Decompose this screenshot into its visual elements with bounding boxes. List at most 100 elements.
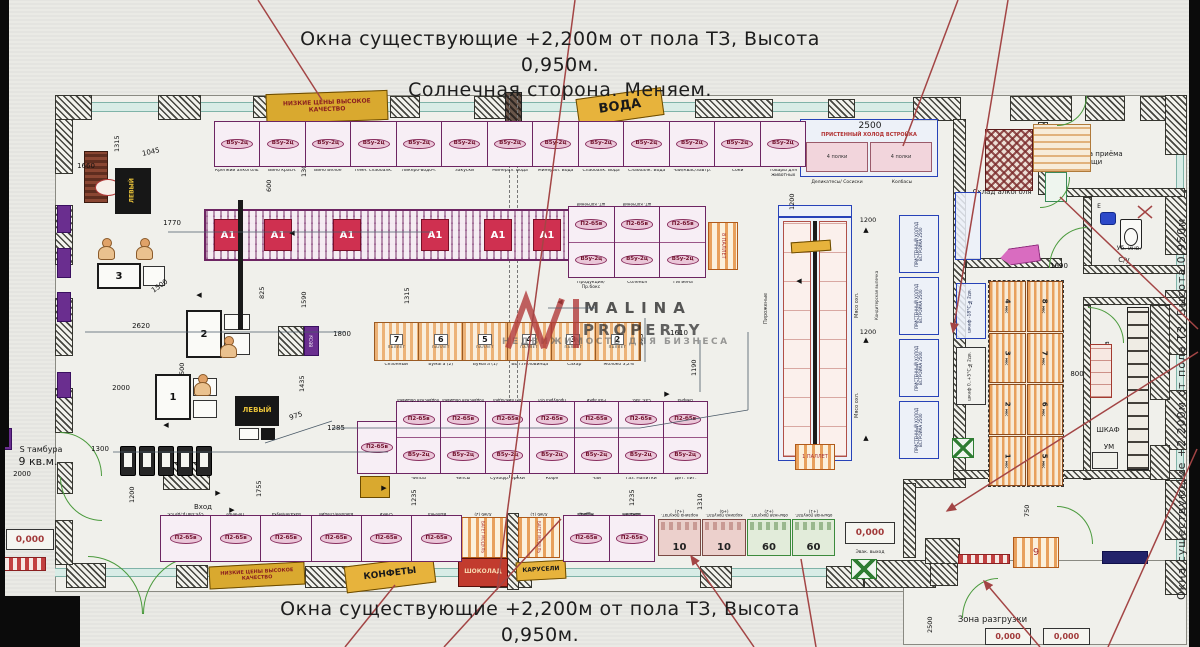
wall-seg xyxy=(278,326,304,356)
display-run-col-left xyxy=(783,221,811,457)
dim-label: 1610 xyxy=(670,329,688,337)
shelf-row-mid-label: Дет. пит. xyxy=(674,477,697,481)
shelf-tag: В5у-2ц xyxy=(266,138,299,150)
shelf-row-mid-label: смирна xyxy=(678,398,694,402)
flow-arrow: ▶ xyxy=(664,390,670,398)
checkout-1-scale xyxy=(193,400,217,418)
flow-arrow: ◀ xyxy=(196,291,202,299)
shelf-row-mid-label: Сухофр. орехи xyxy=(490,477,525,481)
dim-label: 2000 xyxy=(112,384,130,392)
note-top: Окна существующие +2,200м от пола ТЗ, Вы… xyxy=(260,27,860,104)
shelf-row-bottom2-cell: П2-б5в xyxy=(564,516,610,561)
dim-label: 2500 xyxy=(926,616,934,634)
wc-label: С/у xyxy=(1118,256,1130,264)
kitchen-unit xyxy=(1033,124,1091,172)
wall-seg xyxy=(930,562,958,586)
dim-label: 825 xyxy=(258,286,266,300)
wall-seg xyxy=(1083,297,1185,305)
shelf-tag: П2-б5в xyxy=(420,533,453,544)
flow-arrow: ◀ xyxy=(163,421,169,429)
label-basket-2: корзина покупат. (+б) xyxy=(705,508,743,517)
flow-arrow: ◀ xyxy=(289,229,295,237)
left-red-label xyxy=(0,557,46,571)
shelf-tag: П2-б5в xyxy=(320,533,353,544)
dim-label: 1590 xyxy=(300,291,308,309)
shelf-block-center-label: шт. копчения xyxy=(622,202,652,206)
label-bread-2: Хлеб (1) xyxy=(530,512,548,516)
shelf-row-mid-label: подвесная обшивка xyxy=(397,398,440,402)
note-top-line1: Окна существующие +2,200м от пола ТЗ, Вы… xyxy=(300,28,820,76)
shelf-row-mid-label: Чипсы xyxy=(455,477,471,481)
carousel-sign: КАРУСЕЛИ xyxy=(515,559,567,582)
wall-cold-shelf-left: 4 полки xyxy=(806,142,868,172)
shelf-tag: П2-б5в xyxy=(570,533,603,544)
wall-seg xyxy=(700,566,732,588)
wall-seg xyxy=(55,95,92,120)
wall-unit xyxy=(57,205,71,233)
shelf-row-mid-label: Кофе xyxy=(545,477,559,481)
shelf-row-top-cell: В5у-2ц xyxy=(306,122,352,166)
shelf-tag: В5у-2ц xyxy=(448,138,481,150)
wall-seg xyxy=(1150,445,1170,480)
shelf-row-top-cell: В5у-2ц xyxy=(488,122,534,166)
storage-shelf xyxy=(955,192,981,260)
pallet-grid-right-cell: 3 мес xyxy=(989,332,1026,383)
person-icon xyxy=(98,238,115,260)
pallet-grid-right-cell: 2 мес xyxy=(989,384,1026,435)
note-bottom: Окна существующие +2,200м от пола ТЗ, Вы… xyxy=(240,597,840,647)
shelf-row-top-label: Ликеро-водоч. xyxy=(401,169,437,173)
display-run-divider xyxy=(813,221,817,457)
shelf-row-bottom-cell: П2-б5в xyxy=(362,516,412,561)
fridge-cabinet: шкаф 0..+5°С №2дв. xyxy=(956,347,986,405)
cart-stack-60a: 60 xyxy=(747,519,791,556)
shelf-row-top-label: Минерал. Вода xyxy=(492,169,528,173)
pallet-9: 9 xyxy=(1013,537,1059,568)
pallet-grid-right-cell: 1 мес xyxy=(989,435,1026,486)
shelf-tag: В5у-2ц xyxy=(221,138,254,150)
shelf-row-top-cell: В5у-2ц xyxy=(624,122,670,166)
shelf-row-mid-label: Пробурка б/л xyxy=(538,398,566,402)
till-module xyxy=(120,446,136,476)
shelf-row-mid-label: б/п выкладка xyxy=(493,398,522,402)
edge-left-bottom xyxy=(0,447,5,597)
gum-box xyxy=(360,476,390,498)
shelf-row-bottom-cell: П2-б5в xyxy=(261,516,312,561)
flow-arrow: ▲ xyxy=(863,226,869,234)
shelf-row-top-cell: В5у-2ц xyxy=(715,122,761,166)
e-label: Е xyxy=(1097,203,1101,210)
edge-left-top xyxy=(0,0,9,447)
display-run-col-right xyxy=(819,221,847,457)
wall-seg xyxy=(913,97,961,121)
shelf-tag: В5у-2ц xyxy=(447,450,480,461)
wall-cold-top-title: ПРИСТЕННЫЙ ХОЛОД ВСТРОЙКА xyxy=(821,132,917,138)
basket-stack-10b: 10 xyxy=(702,519,746,556)
till-module xyxy=(139,446,155,476)
pallet-row-center-label: Сезонный xyxy=(384,363,408,367)
dim-label: 1800 xyxy=(333,330,351,338)
shelf-tag: П2-б5в xyxy=(580,414,613,425)
elevation-mark: 0,000 xyxy=(985,628,1031,645)
pallet-row-center-label: Сахар xyxy=(567,363,582,367)
shelf-row-bottom2-label: Курица xyxy=(578,512,594,516)
wall-cold-unit-1: ПРИСТЕННЫЙ ХОЛОД ВСТРОЙКА 2500 xyxy=(899,215,939,273)
shelf-row-top-label: Вино красн. xyxy=(268,169,297,173)
wall-seg xyxy=(55,520,73,565)
dim-label: 1200 xyxy=(859,328,877,336)
sign-under-1 xyxy=(239,428,259,440)
pallet-row-center-label: Молоко 3,2% xyxy=(603,363,635,367)
till-module xyxy=(177,446,193,476)
shelf-row-top-cell: В5у-2ц xyxy=(351,122,397,166)
shelf-row-top-cell: В5у-2ц xyxy=(442,122,488,166)
label-meat-1: Мясо охл. xyxy=(854,292,860,318)
shelf-row-bottom2-cell: П2-б5в xyxy=(610,516,655,561)
pallet-number: 2 xyxy=(610,333,625,346)
shelf-row-top-label: Слабоалк. Вода xyxy=(582,169,620,173)
